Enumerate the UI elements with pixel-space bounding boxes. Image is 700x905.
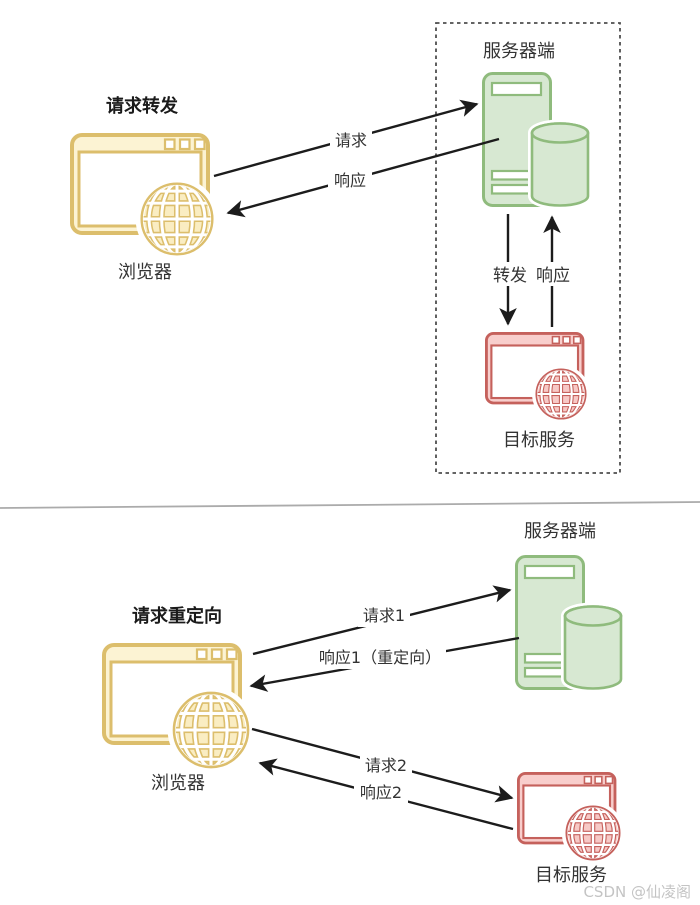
- redirect-section: 请求重定向 服务器端 浏览器 请求1 响应1（重定向） 请求2 响应2: [104, 521, 621, 886]
- response-label-bg: [328, 169, 372, 191]
- browser-label: 浏览器: [118, 262, 172, 283]
- forward-label: 转发: [493, 266, 527, 286]
- request-label-bg: [330, 129, 372, 151]
- response2-label-bg: [354, 782, 408, 804]
- response2-label: 响应2: [360, 783, 402, 802]
- target-service-label: 目标服务: [503, 430, 575, 451]
- request2-label-bg: [360, 755, 412, 777]
- server-database-icon: [484, 74, 589, 206]
- browser-globe-icon: [140, 182, 214, 256]
- response1-label: 响应1（重定向）: [319, 648, 441, 667]
- watermark: CSDN @仙凌阁: [583, 883, 691, 901]
- section-divider: [0, 501, 700, 509]
- response1-label-bg: [314, 646, 446, 669]
- server-label: 服务器端: [483, 41, 555, 62]
- response-label: 响应: [334, 171, 366, 190]
- request1-label-bg: [358, 605, 410, 627]
- server-database-icon: [517, 557, 622, 689]
- browser-label: 浏览器: [151, 773, 205, 794]
- server-side-dashed-box: [435, 22, 621, 474]
- target-service-globe-icon: [535, 368, 587, 420]
- redirect-section-title: 请求重定向: [132, 605, 222, 627]
- forward-response-label: 响应: [536, 266, 570, 286]
- server-label: 服务器端: [524, 521, 596, 542]
- forward-response-label-bg: [530, 262, 575, 286]
- request2-label: 请求2: [365, 756, 407, 775]
- forward-section-title: 请求转发: [106, 95, 179, 117]
- forward-section: 请求转发 浏览器 服务器端 请求 响应 转发 响应: [72, 22, 621, 474]
- target-service-globe-icon: [565, 805, 621, 861]
- browser-globe-icon: [172, 691, 250, 769]
- forward-label-bg: [486, 262, 533, 286]
- request1-label: 请求1: [363, 606, 405, 625]
- target-service-label: 目标服务: [535, 865, 607, 886]
- request-label: 请求: [335, 131, 367, 150]
